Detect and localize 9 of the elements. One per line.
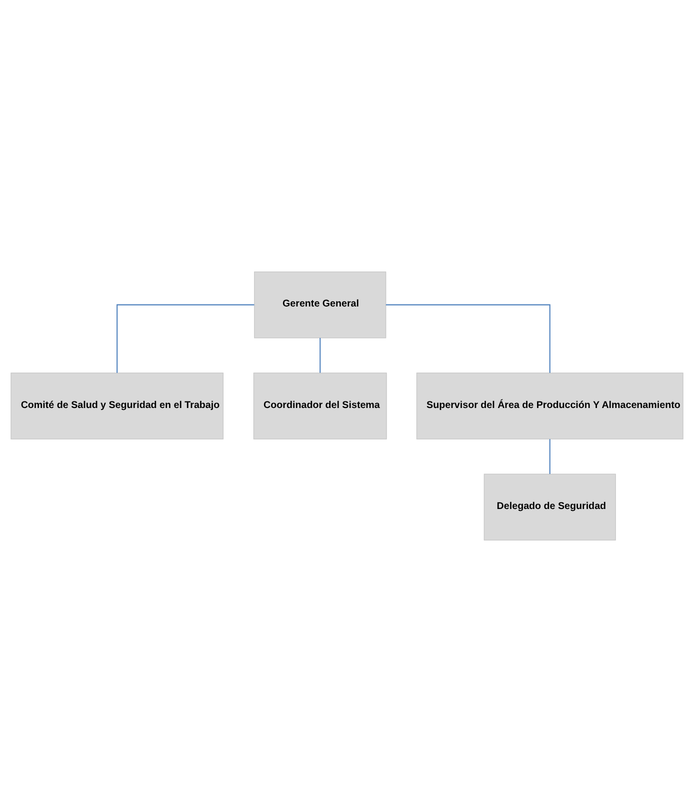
node-box: Coordinador del Sistema xyxy=(253,372,387,440)
connector xyxy=(320,338,321,373)
connector xyxy=(116,304,254,373)
node-box: Delegado de Seguridad xyxy=(484,474,616,541)
connector xyxy=(549,439,550,474)
connector xyxy=(386,304,550,373)
node-box: Comité de Salud y Seguridad en el Trabajo xyxy=(10,372,224,440)
node-box: Supervisor del Área de Producción Y Almacenamiento xyxy=(416,372,684,440)
node-box: Gerente General xyxy=(254,271,386,338)
